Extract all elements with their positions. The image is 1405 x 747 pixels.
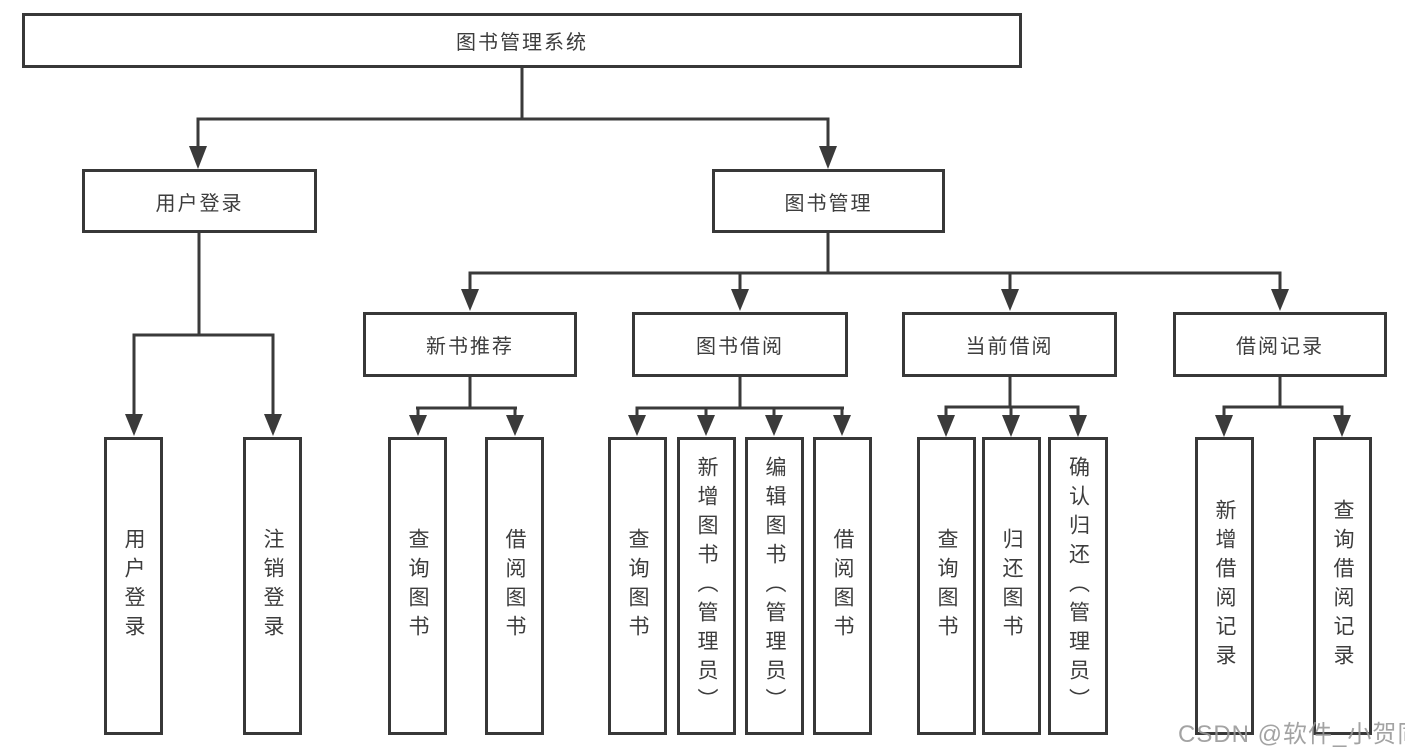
connector-currentborrow-to-children xyxy=(944,377,1080,416)
arrowhead xyxy=(1069,415,1087,437)
node-leaf-user-login-label: 用户登录 xyxy=(122,528,145,644)
arrowhead xyxy=(731,289,749,311)
arrowhead xyxy=(937,415,955,437)
node-leaf-query-books-3-label: 查询图书 xyxy=(935,528,958,644)
node-leaf-edit-books-admin: 编辑图书（管理员） xyxy=(745,437,804,735)
arrowhead xyxy=(264,414,282,436)
node-user-login-label: 用户登录 xyxy=(155,192,244,215)
arrowhead xyxy=(1002,415,1020,437)
node-borrowing-records: 借阅记录 xyxy=(1173,312,1387,377)
arrowhead xyxy=(819,146,837,169)
arrowhead xyxy=(628,415,646,436)
node-leaf-borrow-books-1: 借阅图书 xyxy=(485,437,544,735)
node-leaf-query-borrow-record: 查询借阅记录 xyxy=(1313,437,1372,735)
node-leaf-add-borrow-record-label: 新增借阅记录 xyxy=(1213,499,1236,673)
arrowhead xyxy=(125,414,143,436)
node-book-borrowing: 图书借阅 xyxy=(632,312,848,377)
node-leaf-logout-label: 注销登录 xyxy=(261,528,284,644)
node-borrowing-records-label: 借阅记录 xyxy=(1236,336,1324,358)
node-leaf-logout: 注销登录 xyxy=(243,437,302,735)
node-leaf-edit-books-admin-label: 编辑图书（管理员） xyxy=(763,455,786,717)
arrowheads xyxy=(125,146,1351,437)
connector-root-to-level2 xyxy=(196,68,830,147)
node-book-borrowing-label: 图书借阅 xyxy=(696,336,784,358)
connector-bookborrow-to-children xyxy=(635,377,844,416)
node-user-login: 用户登录 xyxy=(82,169,317,233)
arrowhead xyxy=(1215,415,1233,437)
arrowhead xyxy=(189,146,207,169)
node-leaf-return-books: 归还图书 xyxy=(982,437,1041,735)
arrowhead xyxy=(833,415,851,436)
arrowhead xyxy=(765,415,783,436)
node-leaf-return-books-label: 归还图书 xyxy=(1000,528,1023,644)
connector-userlogin-to-children xyxy=(132,233,275,415)
node-current-borrowing: 当前借阅 xyxy=(902,312,1117,377)
node-leaf-add-borrow-record: 新增借阅记录 xyxy=(1195,437,1254,735)
node-leaf-query-books-3: 查询图书 xyxy=(917,437,976,735)
csdn-watermark: CSDN @软件_小贺同学 xyxy=(1178,721,1405,747)
arrowhead xyxy=(506,415,524,436)
node-library-system-label: 图书管理系统 xyxy=(456,32,588,54)
arrowhead xyxy=(461,289,479,311)
arrowhead xyxy=(1271,289,1289,311)
node-leaf-query-books-1-label: 查询图书 xyxy=(406,528,429,644)
node-leaf-borrow-books-2: 借阅图书 xyxy=(813,437,872,735)
arrowhead xyxy=(409,415,427,436)
node-leaf-query-books-2-label: 查询图书 xyxy=(626,528,649,644)
arrowhead xyxy=(1333,415,1351,437)
node-library-system: 图书管理系统 xyxy=(22,13,1022,68)
node-leaf-add-books-admin: 新增图书（管理员） xyxy=(677,437,736,735)
connector-borrowrecords-to-children xyxy=(1222,377,1344,416)
node-book-management-label: 图书管理 xyxy=(784,192,873,215)
node-leaf-borrow-books-1-label: 借阅图书 xyxy=(503,528,526,644)
node-leaf-user-login: 用户登录 xyxy=(104,437,163,735)
arrowhead xyxy=(697,415,715,436)
node-new-book-recommend-label: 新书推荐 xyxy=(426,336,514,358)
connector-bookmgmt-to-level3 xyxy=(468,233,1282,290)
node-leaf-query-books-1: 查询图书 xyxy=(388,437,447,735)
node-leaf-confirm-return-admin: 确认归还（管理员） xyxy=(1048,437,1108,735)
node-leaf-add-books-admin-label: 新增图书（管理员） xyxy=(695,455,718,717)
arrowhead xyxy=(1001,289,1019,311)
node-new-book-recommend: 新书推荐 xyxy=(363,312,577,377)
connector-newbook-to-children xyxy=(416,377,517,416)
node-leaf-borrow-books-2-label: 借阅图书 xyxy=(831,528,854,644)
node-leaf-query-borrow-record-label: 查询借阅记录 xyxy=(1331,499,1354,673)
node-book-management: 图书管理 xyxy=(712,169,945,233)
node-leaf-confirm-return-admin-label: 确认归还（管理员） xyxy=(1066,455,1090,717)
node-leaf-query-books-2: 查询图书 xyxy=(608,437,667,735)
node-current-borrowing-label: 当前借阅 xyxy=(965,336,1054,358)
